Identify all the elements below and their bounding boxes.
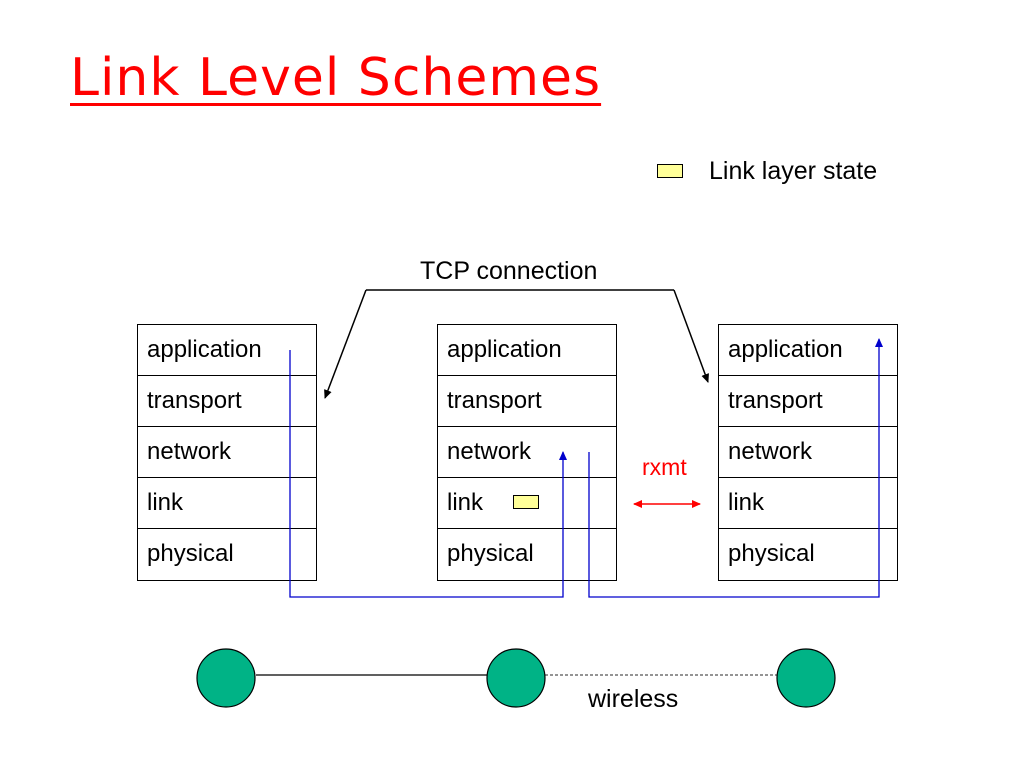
page-title: Link Level Schemes	[70, 48, 602, 108]
wireless-label: wireless	[588, 685, 679, 713]
protocol-stack-receiver: application transport network link physi…	[718, 324, 898, 581]
layer-network: network	[138, 427, 316, 478]
layer-transport: transport	[719, 376, 897, 427]
link-state-marker	[513, 495, 539, 509]
data-path-base-to-receiver	[588, 338, 883, 598]
protocol-stack-base-station: application transport network link physi…	[437, 324, 617, 581]
layer-transport: transport	[138, 376, 316, 427]
layer-network: network	[438, 427, 616, 478]
sender-node	[196, 648, 256, 708]
layer-application: application	[138, 325, 316, 376]
rxmt-label: rxmt	[642, 454, 687, 480]
layer-network: network	[719, 427, 897, 478]
layer-physical: physical	[447, 540, 534, 567]
layer-physical: physical	[147, 540, 234, 567]
receiver-node	[776, 648, 836, 708]
link-state-legend-swatch	[657, 164, 683, 178]
tcp-arrow-right	[673, 289, 709, 383]
layer-transport: transport	[438, 376, 616, 427]
data-path-sender-to-base	[289, 350, 567, 598]
layer-application: application	[438, 325, 616, 376]
protocol-stack-sender: application transport network link physi…	[137, 324, 317, 581]
link-state-legend-label: Link layer state	[709, 157, 878, 185]
layer-link: link	[719, 478, 897, 529]
tcp-connection-label: TCP connection	[420, 257, 598, 285]
layer-physical: physical	[728, 540, 815, 567]
layer-application: application	[719, 325, 897, 376]
base-station-node	[486, 648, 546, 708]
layer-link: link	[138, 478, 316, 529]
layer-link-label: link	[447, 489, 484, 516]
layer-link-with-state: link	[438, 478, 616, 529]
tcp-arrow-left	[324, 289, 367, 399]
